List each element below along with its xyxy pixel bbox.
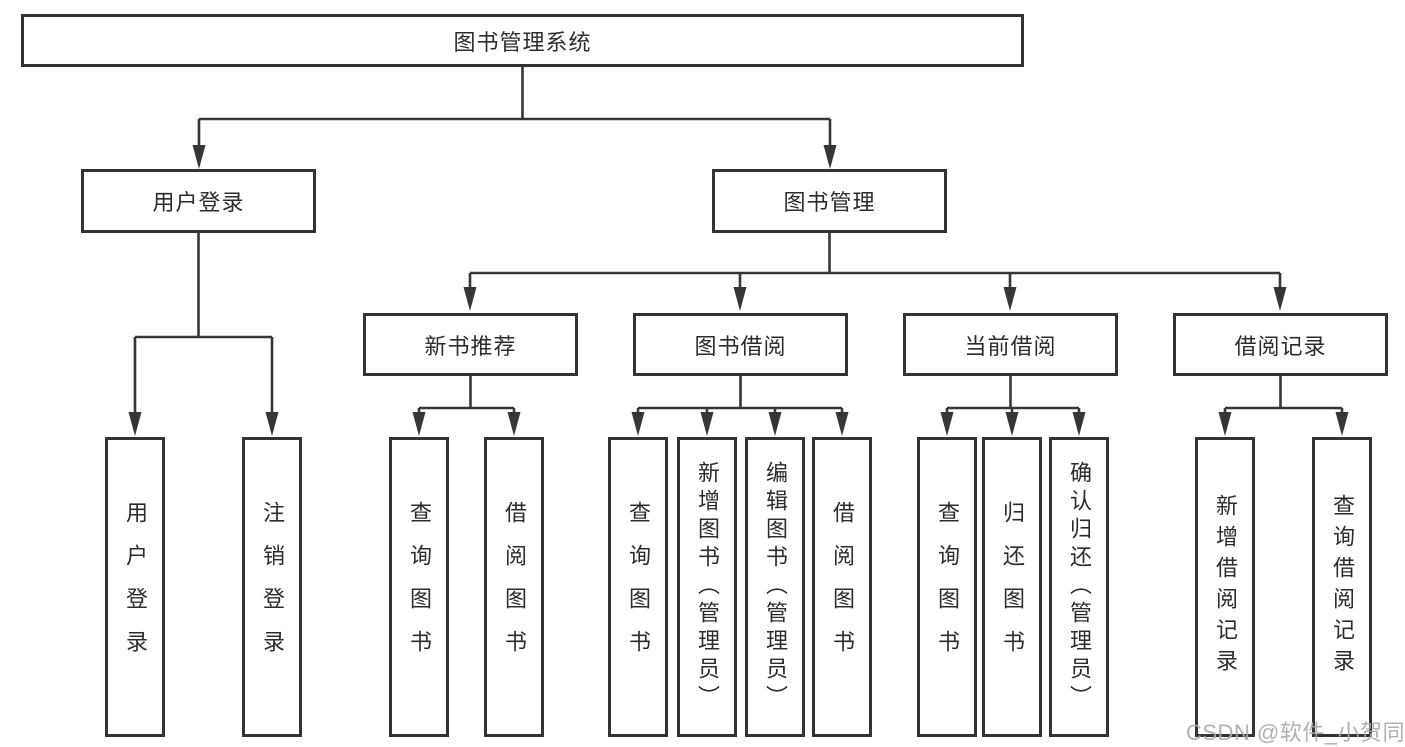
arrowhead-icon [940, 412, 954, 436]
arrowhead-icon [412, 412, 426, 436]
node-add-borrow-record: 新增借阅记录 [1195, 437, 1255, 737]
arrowhead-icon [700, 412, 714, 436]
arrowhead-icon [1003, 287, 1017, 311]
node-user-login: 用户登录 [105, 437, 165, 737]
connector-borrowrecords-to-leaves [1223, 375, 1344, 415]
node-label: 查询图书 [626, 501, 651, 673]
arrowhead-icon [1335, 412, 1349, 436]
node-label: 确认归还（管理员） [1067, 461, 1092, 713]
node-edit-book-admin: 编辑图书（管理员） [745, 437, 805, 737]
node-label: 图书借阅 [694, 333, 787, 359]
node-borrow-books-recommend: 借阅图书 [484, 437, 544, 737]
connector-newbooks-to-leaves [417, 375, 516, 415]
arrowhead-icon [631, 412, 645, 436]
node-query-books-recommend: 查询图书 [389, 437, 449, 737]
arrowhead-icon [768, 412, 782, 436]
connector-bookmgmt-to-level3 [468, 232, 1282, 291]
node-label: 借阅图书 [502, 501, 527, 673]
arrowhead-icon [1273, 287, 1287, 311]
node-query-books-current: 查询图书 [917, 437, 977, 737]
node-label: 借阅记录 [1234, 333, 1327, 359]
node-label: 查询图书 [407, 501, 432, 673]
node-library-system-root: 图书管理系统 [21, 14, 1024, 67]
node-label: 编辑图书（管理员） [763, 461, 788, 713]
arrowhead-icon [733, 287, 747, 311]
node-label: 新书推荐 [424, 333, 517, 359]
node-label: 注销登录 [260, 501, 285, 673]
arrowhead-icon [507, 412, 521, 436]
node-query-borrow-record: 查询借阅记录 [1312, 437, 1372, 737]
node-label: 查询借阅记录 [1330, 494, 1355, 680]
node-current-borrowing: 当前借阅 [903, 313, 1118, 376]
node-return-book: 归还图书 [982, 437, 1042, 737]
node-query-books-borrowing: 查询图书 [608, 437, 668, 737]
arrowhead-icon [128, 412, 142, 436]
node-borrow-books-borrowing: 借阅图书 [812, 437, 872, 737]
connector-currentborrow-to-leaves [945, 375, 1081, 415]
arrowhead-icon [1218, 412, 1232, 436]
node-label: 用户登录 [123, 501, 148, 673]
node-book-management-group: 图书管理 [712, 169, 947, 233]
connector-root-to-level2 [197, 66, 832, 150]
arrowhead-icon [265, 412, 279, 436]
node-label: 新增图书（管理员） [695, 461, 720, 713]
node-label: 用户登录 [152, 190, 245, 215]
arrowhead-icon [463, 287, 477, 311]
connector-userlogin-to-leaves [133, 232, 274, 415]
connector-bookborrow-to-leaves [636, 375, 844, 415]
node-borrowing-records: 借阅记录 [1173, 313, 1388, 376]
node-user-login-group: 用户登录 [81, 169, 316, 233]
arrowhead-icon [823, 145, 837, 169]
node-book-borrowing: 图书借阅 [633, 313, 848, 376]
node-label: 当前借阅 [964, 333, 1057, 359]
node-label: 图书管理 [783, 190, 876, 215]
arrowhead-icon [1005, 412, 1019, 436]
arrowhead-icon [835, 412, 849, 436]
node-confirm-return-admin: 确认归还（管理员） [1049, 437, 1109, 737]
node-logout: 注销登录 [242, 437, 302, 737]
arrowhead-icon [192, 145, 206, 169]
node-label: 借阅图书 [830, 501, 855, 673]
arrowheads [128, 145, 1349, 436]
csdn-watermark: CSDN @软件_小贺同学 [1186, 720, 1405, 745]
arrowhead-icon [1072, 412, 1086, 436]
node-label: 归还图书 [1000, 501, 1025, 673]
root-label: 图书管理系统 [453, 29, 592, 55]
node-label: 查询图书 [935, 501, 960, 673]
node-add-book-admin: 新增图书（管理员） [677, 437, 737, 737]
node-new-book-recommend: 新书推荐 [363, 313, 578, 376]
node-label: 新增借阅记录 [1213, 494, 1238, 680]
